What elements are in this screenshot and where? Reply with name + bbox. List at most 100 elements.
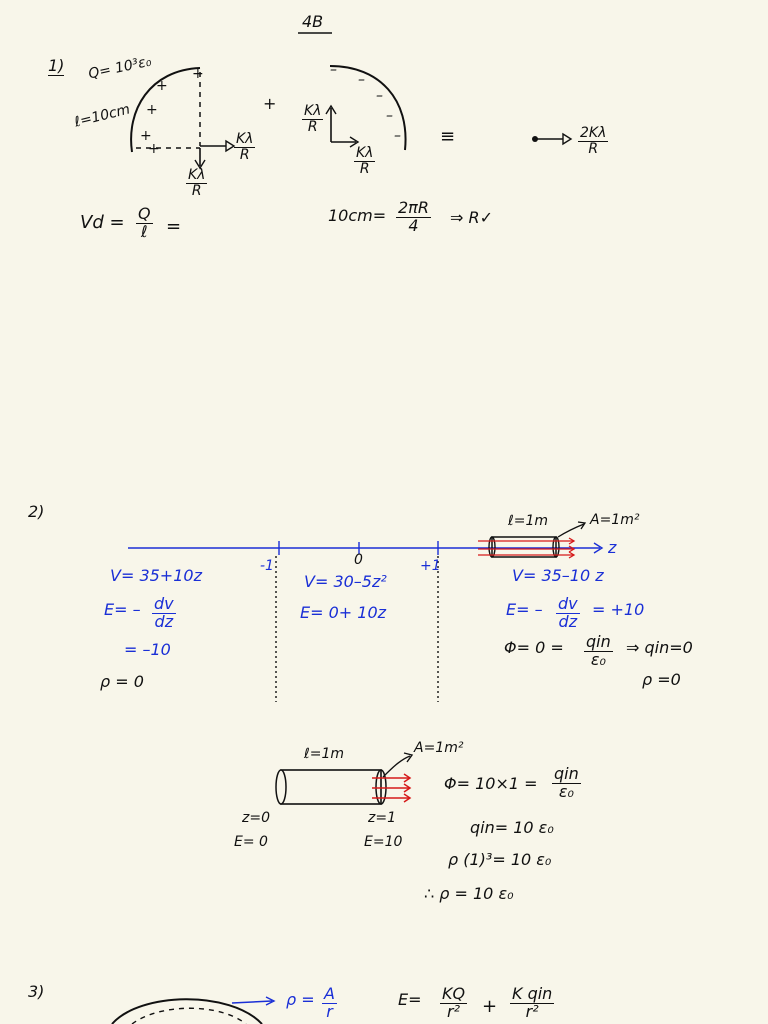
cylinder-e1: E=10 (364, 834, 403, 850)
rho-pointer (231, 1000, 273, 1004)
gauss-final-line: ∴ ρ = 10 ε₀ (424, 884, 514, 903)
z-axis-head (593, 542, 604, 554)
field-lines-large (372, 773, 412, 803)
q1-field-right-fraction: Kλ R (234, 131, 256, 162)
denominator: dz (154, 611, 174, 631)
left-region-field-lhs: E= – (104, 600, 141, 619)
gauss-flux-fraction: qin ε₀ (552, 764, 581, 801)
denominator: ε₀ (558, 781, 574, 801)
field-arrow-right-head (225, 139, 236, 153)
q3-number: 3) (28, 982, 45, 1001)
q3-field-term1: KQ r² (440, 984, 468, 1021)
q3-density-fraction: A r (322, 984, 337, 1021)
plus-sign: + (148, 141, 160, 157)
denominator: r (326, 1001, 333, 1021)
left-region-density: ρ = 0 (100, 672, 144, 691)
quarter-ring-right (329, 65, 407, 151)
right-region-potential: V= 35–10 z (512, 566, 604, 585)
q3-field-term2: K qin r² (510, 984, 555, 1021)
q3-field-lhs: E= (398, 990, 422, 1009)
rho-pointer-head (265, 996, 276, 1006)
result-arrow-head (562, 132, 573, 146)
q1-field-up-fraction: Kλ R (302, 104, 324, 135)
sphere-outer (111, 998, 263, 1024)
numerator: dv (556, 594, 580, 614)
q1-field-down-fraction: Kλ R (186, 167, 208, 199)
numerator: Q (136, 204, 153, 224)
q1-result-fraction: 2Kλ R (578, 125, 609, 157)
cylinder-area: A=1m² (414, 740, 464, 756)
area-pointer-small-head (577, 521, 587, 530)
numerator: Kλ (354, 145, 376, 162)
flux-fraction: qin ε₀ (584, 632, 613, 669)
numerator: 2πR (396, 198, 431, 218)
q2-number: 2) (28, 502, 45, 521)
denominator: R (191, 182, 202, 199)
gauss-cylinder-right-cap (375, 769, 387, 805)
sphere-inner-dashed (131, 1007, 247, 1024)
q1-number: 1) (48, 56, 65, 76)
minus-sign: – (376, 88, 383, 104)
numerator: qin (584, 632, 613, 652)
denominator: r² (447, 1001, 461, 1021)
q2-gauss-length: ℓ=1m (508, 513, 549, 529)
numerator: K qin (510, 984, 555, 1004)
area-pointer-large-head (403, 752, 414, 763)
cylinder-z0: z=0 (242, 810, 270, 826)
left-region-potential: V= 35+10z (110, 566, 202, 585)
q1-arc-rhs: ⇒ R✓ (450, 208, 494, 227)
q1-lambda-equals: = (166, 216, 182, 237)
mid-region-potential: V= 30–5z² (304, 572, 387, 591)
cylinder-z1: z=1 (368, 810, 396, 826)
gauss-qin-line: qin= 10 ε₀ (470, 818, 554, 837)
q1-arc-lhs: 10cm= (328, 206, 387, 225)
mid-region-field: E= 0+ 10z (300, 603, 387, 622)
numerator: KQ (440, 984, 468, 1004)
q1-plus: + (263, 94, 277, 113)
denominator: R (307, 118, 318, 135)
field-arrow-up-head (325, 104, 337, 115)
denominator: r² (525, 1001, 539, 1021)
q2-gauss-area: A=1m² (590, 512, 640, 528)
plus-sign: + (146, 102, 158, 118)
numerator: Kλ (234, 131, 256, 148)
field-arrow-right-2-head (349, 136, 360, 148)
gauss-cylinder-large (280, 769, 382, 805)
flux-density: ρ =0 (642, 670, 681, 689)
denominator: ℓ (140, 221, 148, 241)
numerator: 2Kλ (578, 125, 609, 142)
tick-label-pos: +1 (420, 558, 441, 574)
gauss-cylinder-left-cap (275, 769, 287, 805)
field-lines-small (478, 537, 576, 559)
denominator: ε₀ (590, 649, 606, 669)
flux-lhs: Φ= 0 = (504, 638, 564, 657)
q1-lambda-fraction: Q ℓ (136, 204, 153, 241)
numerator: dv (152, 594, 176, 614)
cylinder-length: ℓ=1m (304, 746, 345, 762)
right-region-field-value: = +10 (592, 600, 645, 619)
plus-sign: + (192, 66, 204, 82)
q1-field-right2-fraction: Kλ R (354, 145, 376, 176)
quarter-ring-left (130, 67, 201, 153)
q1-arc-fraction: 2πR 4 (396, 198, 431, 235)
left-region-field-fraction: dv dz (152, 594, 176, 631)
minus-sign: – (358, 72, 365, 88)
denominator: 4 (408, 215, 419, 235)
gauss-rho-line: ρ (1)³= 10 ε₀ (448, 850, 552, 869)
flux-rhs: ⇒ qin=0 (626, 638, 693, 657)
tick-label-neg: -1 (260, 558, 274, 574)
tick-label-zero: 0 (354, 552, 363, 568)
cylinder-e0: E= 0 (234, 834, 268, 850)
numerator: A (322, 984, 337, 1004)
minus-sign: – (330, 62, 337, 78)
z-axis-label: z (608, 538, 617, 557)
area-pointer-small (557, 523, 585, 538)
numerator: Kλ (186, 167, 208, 184)
numerator: qin (552, 764, 581, 784)
gauss-cylinder-small-right-cap (552, 536, 560, 558)
denominator: R (588, 140, 599, 157)
right-region-field-fraction: dv dz (556, 594, 580, 631)
plus-sign: + (140, 128, 152, 144)
